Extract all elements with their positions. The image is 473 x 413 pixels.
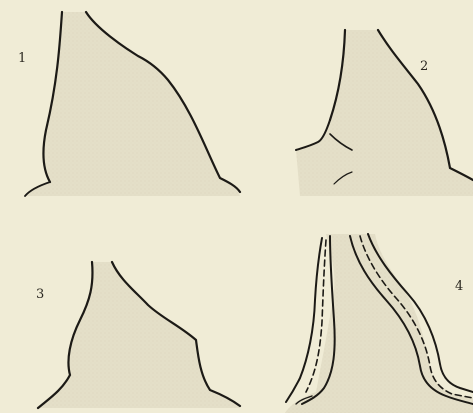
figure-1-shape — [25, 12, 240, 196]
figure-3-number: 3 — [36, 288, 44, 301]
figure-2-number: 2 — [420, 60, 428, 73]
figure-4-shape — [285, 234, 473, 413]
figure-2-shape — [296, 30, 473, 196]
figure-4-number: 4 — [455, 280, 463, 293]
figure-1-number: 1 — [18, 52, 26, 65]
figure-3-shape — [38, 262, 240, 408]
